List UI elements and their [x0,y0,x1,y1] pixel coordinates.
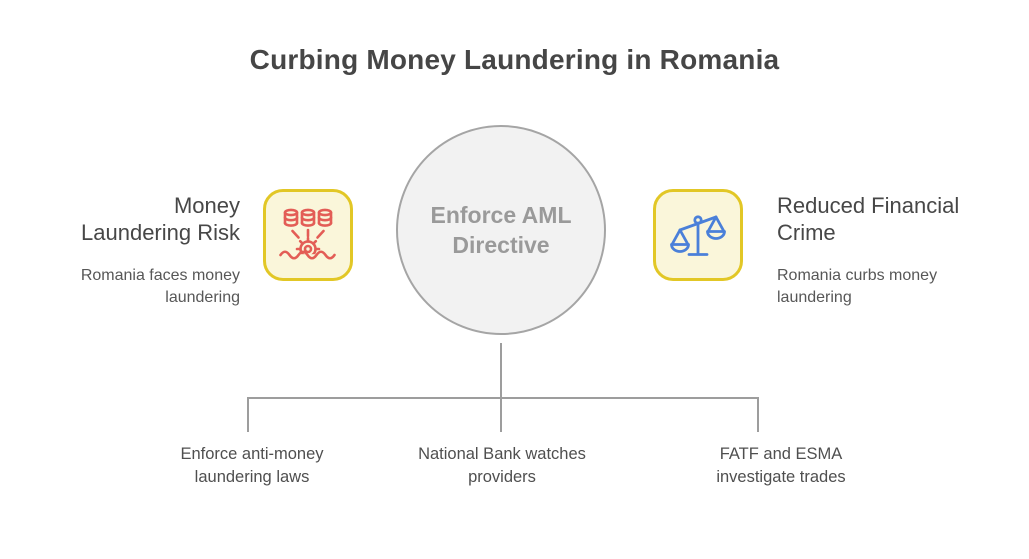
connector-drop-right [757,398,759,432]
connector-circle-to-branch [500,343,502,399]
left-icon-box [263,189,353,281]
center-node-label: Enforce AML Directive [430,201,572,258]
right-node: Reduced Financial Crime Romania curbs mo… [777,192,963,309]
balance-scale-icon [666,203,730,267]
right-icon-box [653,189,743,281]
branch-label-enforce-laws: Enforce anti-money laundering laws [180,445,324,487]
branch-label-national-bank: National Bank watches providers [418,445,586,487]
right-node-subtitle: Romania curbs money laundering [777,267,938,307]
left-node: Money Laundering Risk Romania faces mone… [75,192,240,309]
right-node-title: Reduced Financial Crime [777,193,960,246]
left-node-title: Money Laundering Risk [81,193,240,246]
connector-drop-center [500,398,502,432]
page-title: Curbing Money Laundering in Romania [249,44,780,75]
money-laundering-coins-icon [276,203,340,267]
connector-branch-horizontal [247,397,759,399]
connector-drop-left [247,398,249,432]
branch-label-fatf-esma: FATF and ESMA investigate trades [716,445,846,487]
center-node: Enforce AML Directive [396,125,606,335]
left-node-subtitle: Romania faces money laundering [80,267,240,307]
